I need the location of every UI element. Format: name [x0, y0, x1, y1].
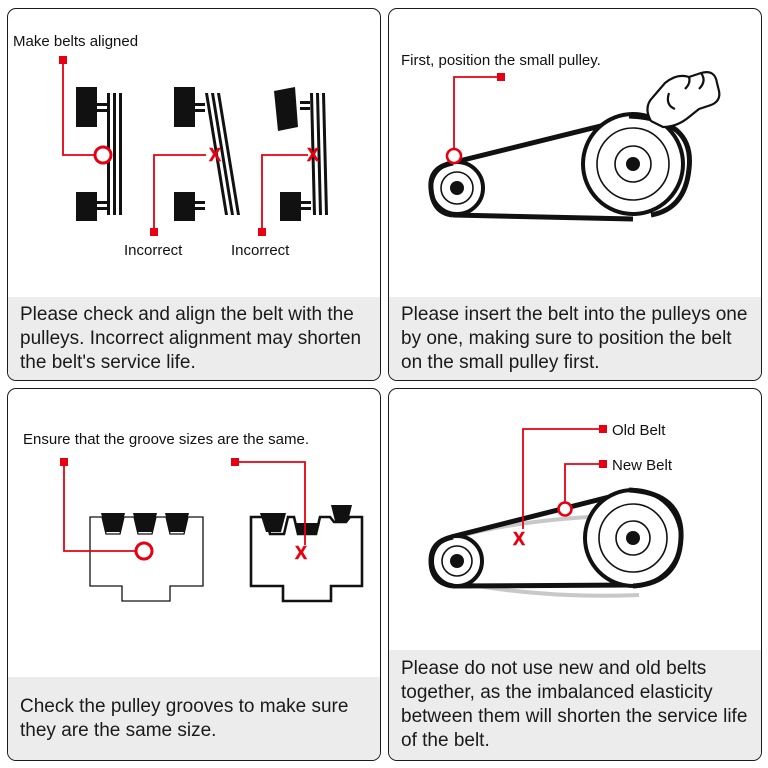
- aligned-ok-marker: [93, 145, 113, 165]
- mismatched-x-marker: X: [295, 543, 307, 563]
- incorrect-x-marker-2: X: [307, 145, 319, 165]
- label-make-belts-aligned: Make belts aligned: [13, 33, 138, 50]
- aligned-callout: [59, 56, 113, 165]
- incorrect-pulley-set-1: [174, 87, 240, 221]
- incorrect-x-marker-1: X: [209, 145, 221, 165]
- belt-drive: [428, 487, 684, 589]
- incorrect-pulley-set-2: [274, 87, 328, 221]
- panel-belt-alignment: Make belts aligned: [7, 8, 381, 381]
- belt-drive: [428, 112, 692, 222]
- label-incorrect-1: Incorrect: [124, 242, 183, 259]
- old-belt-x-marker: X: [513, 529, 525, 549]
- install-diagram: First, position the small pulley.: [401, 52, 721, 222]
- label-groove-sizes: Ensure that the groove sizes are the sam…: [23, 431, 309, 448]
- small-pulley-callout: [445, 73, 505, 165]
- incorrect-callout-1: X: [150, 145, 221, 236]
- matching-ok-marker: [134, 541, 154, 561]
- caption-text: Check the pulley grooves to make sure th…: [20, 695, 349, 741]
- caption-box: Check the pulley grooves to make sure th…: [8, 677, 380, 760]
- label-old-belt: Old Belt: [612, 422, 666, 439]
- panel-old-new-belts: X Old Belt New Belt Please do not use ne…: [388, 388, 762, 761]
- small-pulley-marker: [445, 147, 463, 165]
- mismatched-groove-pulley: [249, 505, 364, 603]
- groove-diagram: Ensure that the groove sizes are the sam…: [23, 431, 364, 603]
- old-belt-callout: X: [513, 425, 607, 549]
- caption-text: Please insert the belt into the pulleys …: [401, 303, 748, 373]
- label-new-belt: New Belt: [612, 457, 673, 474]
- new-belt-callout: [557, 460, 607, 517]
- panel-install-belt: First, position the small pulley.: [388, 8, 762, 381]
- mismatched-groove-callout: X: [231, 458, 307, 563]
- label-first-small-pulley: First, position the small pulley.: [401, 52, 601, 69]
- label-incorrect-2: Incorrect: [231, 242, 290, 259]
- old-new-belt-diagram: X Old Belt New Belt: [428, 422, 684, 598]
- new-belt-marker: [557, 501, 573, 517]
- alignment-diagram: Make belts aligned: [13, 33, 328, 259]
- hand-icon: [646, 71, 721, 129]
- incorrect-callout-2: X: [258, 145, 319, 236]
- caption-box: Please check and align the belt with the…: [8, 297, 380, 380]
- caption-text: Please check and align the belt with the…: [20, 303, 362, 373]
- caption-text: Please do not use new and old belts toge…: [401, 658, 748, 751]
- caption-box: Please insert the belt into the pulleys …: [389, 297, 761, 380]
- matching-groove-callout: [60, 458, 154, 561]
- panel-groove-sizes: Ensure that the groove sizes are the sam…: [7, 388, 381, 761]
- caption-box: Please do not use new and old belts toge…: [389, 650, 761, 760]
